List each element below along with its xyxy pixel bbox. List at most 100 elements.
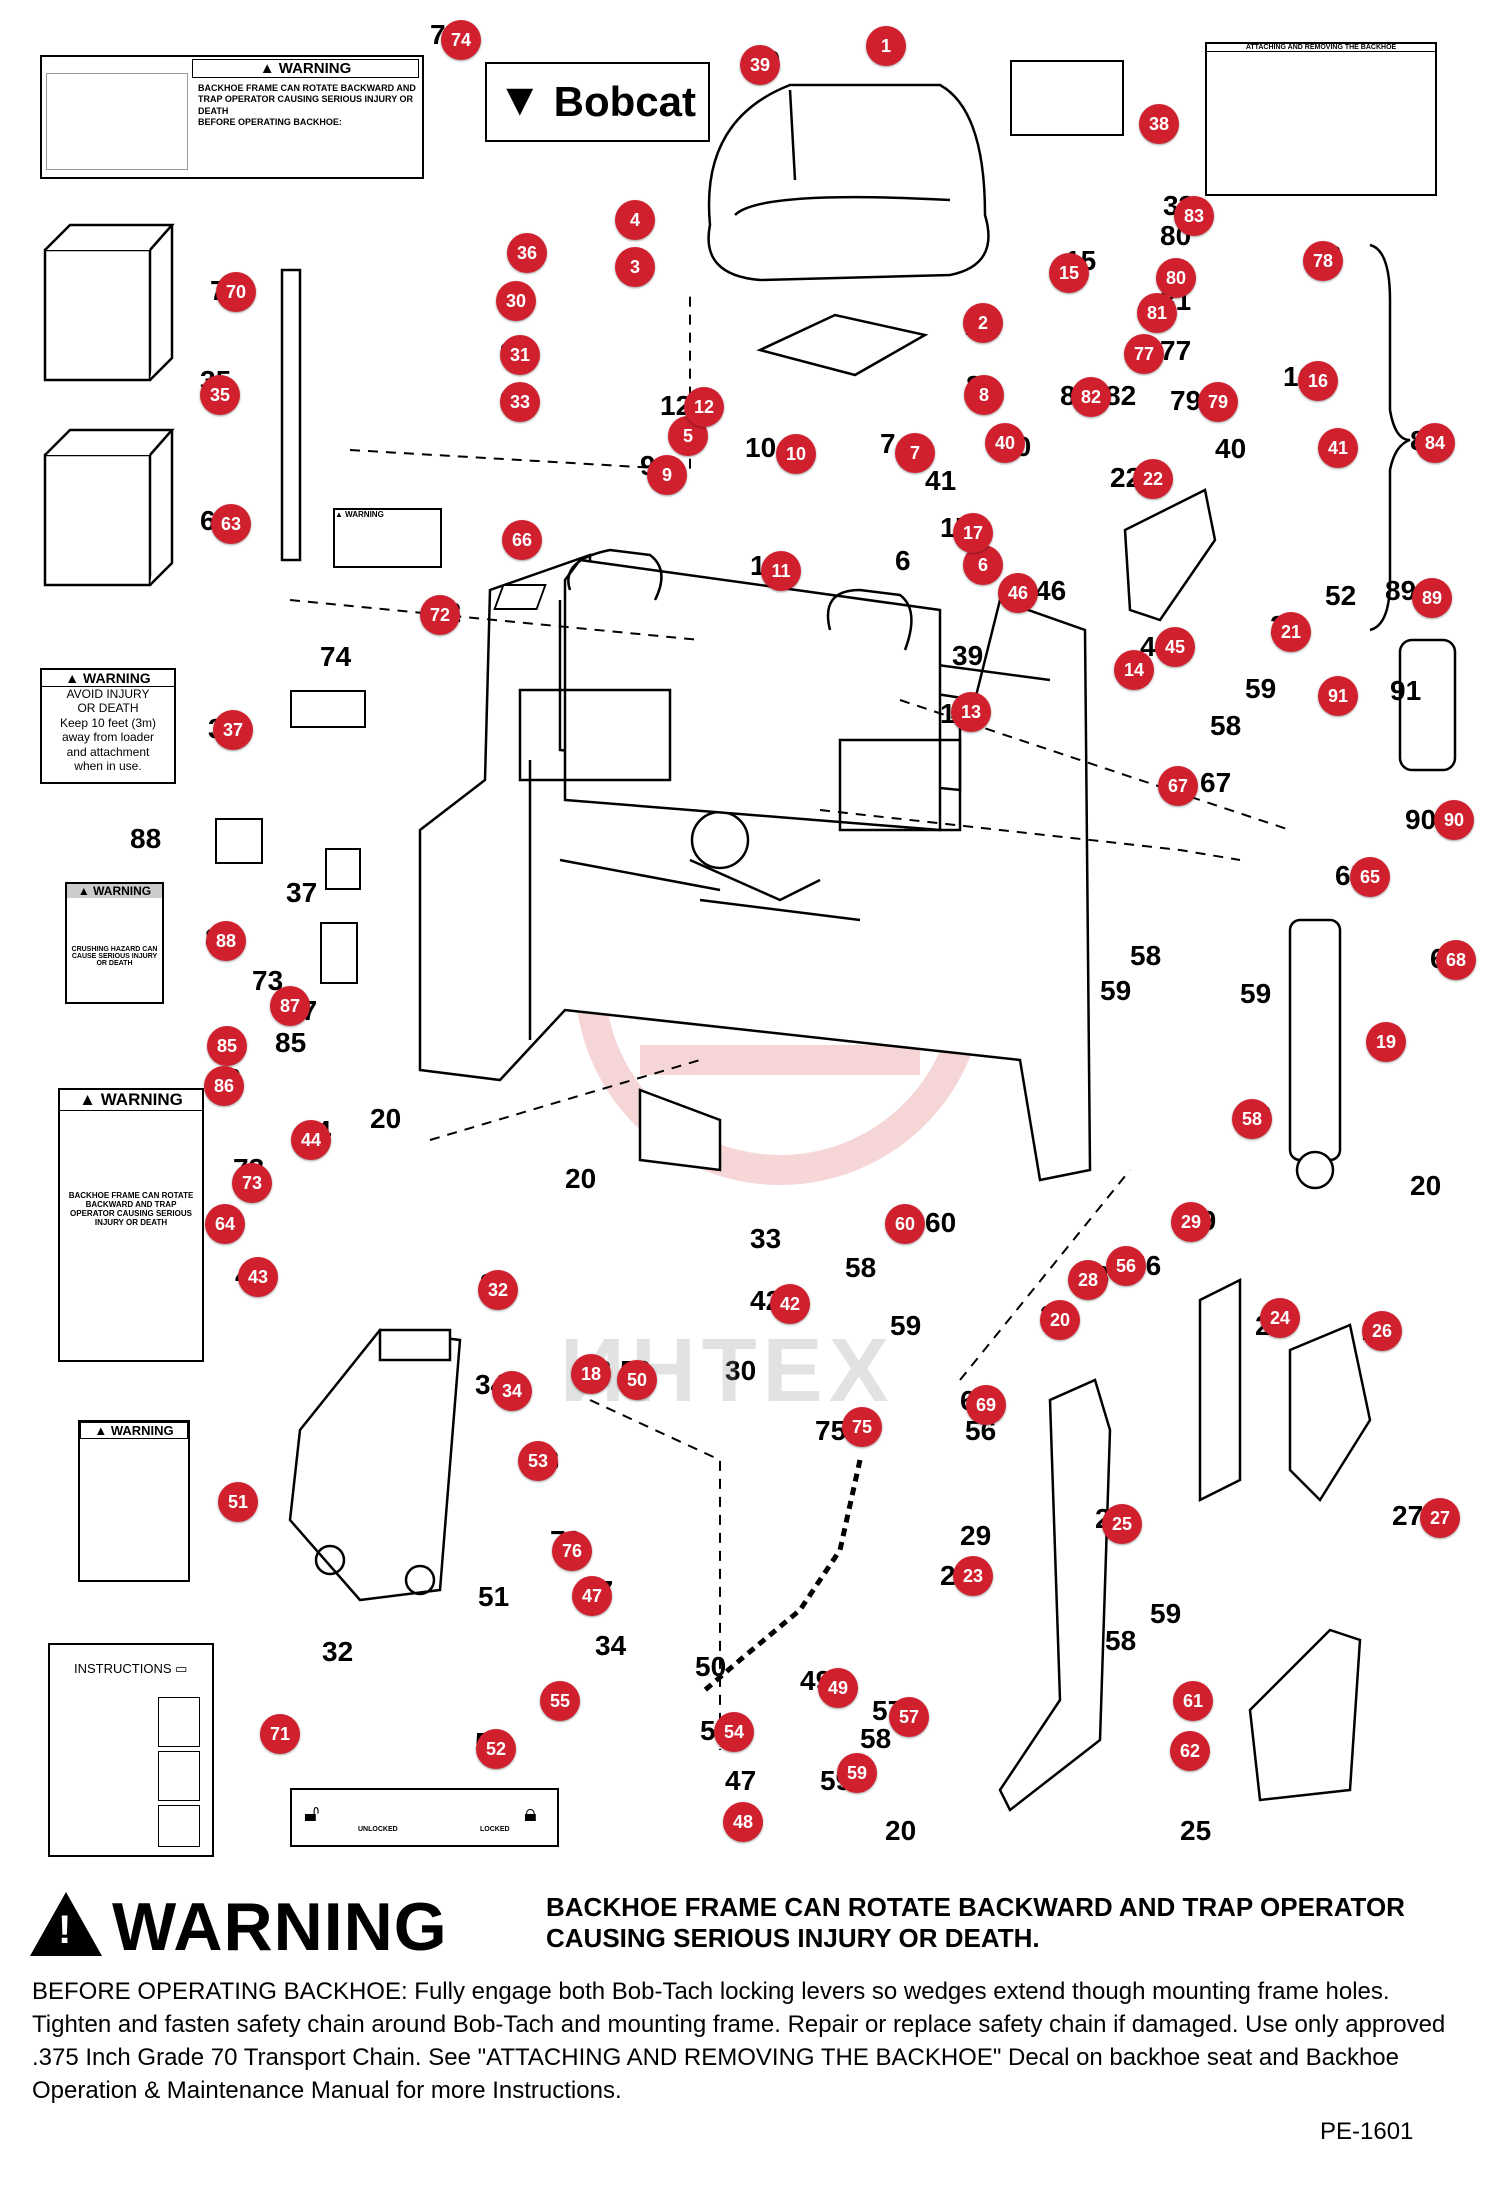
svg-text:58: 58 — [1105, 1625, 1136, 1656]
callout-74: 74 — [441, 20, 481, 60]
svg-text:20: 20 — [370, 1103, 401, 1134]
decal-38-header: ATTACHING AND REMOVING THE BACKHOE — [1207, 44, 1435, 52]
svg-text:58: 58 — [860, 1723, 891, 1754]
svg-text:47: 47 — [725, 1765, 756, 1796]
svg-text:20: 20 — [1410, 1170, 1441, 1201]
warning-exclamation: ! — [58, 1908, 72, 1952]
blank-decal-38 — [1010, 60, 1124, 136]
callout-32: 32 — [478, 1270, 518, 1310]
callout-22: 22 — [1133, 459, 1173, 499]
decal-37-header: ▲ WARNING — [42, 670, 174, 687]
svg-text:59: 59 — [1150, 1598, 1181, 1629]
book-icon: ▭ — [175, 1661, 188, 1676]
callout-88: 88 — [206, 921, 246, 961]
callout-16: 16 — [1298, 361, 1338, 401]
warning-body: BEFORE OPERATING BACKHOE: Fully engage b… — [32, 1978, 1446, 2105]
svg-text:88: 88 — [130, 823, 161, 854]
svg-text:74: 74 — [320, 641, 352, 672]
callout-13: 13 — [951, 692, 991, 732]
swing-casting — [288, 1328, 462, 1602]
svg-text:79: 79 — [1170, 385, 1201, 416]
callout-49: 49 — [818, 1668, 858, 1708]
decal-52: 🔓︎ UNLOCKED LOCKED 🔒︎ — [290, 1788, 559, 1847]
callout-39: 39 — [740, 45, 780, 85]
svg-text:41: 41 — [925, 465, 956, 496]
locked-label: LOCKED — [480, 1826, 510, 1833]
decal-73-caption: BACKHOE FRAME CAN ROTATE BACKWARD AND TR… — [68, 1191, 194, 1227]
svg-text:59: 59 — [1240, 978, 1271, 1009]
callout-83: 83 — [1174, 196, 1214, 236]
callout-41: 41 — [1318, 428, 1358, 468]
callout-64: 64 — [205, 1204, 245, 1244]
callout-66: 66 — [502, 520, 542, 560]
locked-icon: 🔒︎ — [524, 1800, 537, 1827]
callout-18: 18 — [571, 1354, 611, 1394]
callout-60: 60 — [885, 1204, 925, 1244]
callout-2: 2 — [963, 303, 1003, 343]
callout-17: 17 — [953, 513, 993, 553]
callout-71: 71 — [260, 1714, 300, 1754]
unlocked-icon: 🔓︎ — [304, 1800, 320, 1827]
callout-87: 87 — [270, 986, 310, 1026]
cylinder-holder — [1398, 638, 1457, 772]
decal-71-panel-3 — [158, 1805, 200, 1847]
callout-91: 91 — [1318, 676, 1358, 716]
linkage-bracket — [1123, 488, 1217, 622]
unlocked-label: UNLOCKED — [358, 1826, 398, 1833]
svg-text:52: 52 — [1325, 580, 1356, 611]
callout-72: 72 — [420, 595, 460, 635]
callout-38: 38 — [1139, 104, 1179, 144]
callout-82: 82 — [1071, 377, 1111, 417]
callout-78: 78 — [1303, 241, 1343, 281]
decal-88-header: ▲ WARNING — [67, 884, 162, 898]
bobcat-logo-decal: ▼ Bobcat — [485, 62, 710, 142]
bobcat-logo-icon: ▼ — [497, 73, 543, 125]
decal-71: INSTRUCTIONS ▭ — [48, 1643, 214, 1857]
callout-63: 63 — [211, 504, 251, 544]
decal-37-small — [325, 848, 361, 890]
callout-35: 35 — [200, 375, 240, 415]
box-70 — [43, 223, 175, 382]
callout-15: 15 — [1049, 253, 1089, 293]
callout-56: 56 — [1106, 1246, 1146, 1286]
callout-70: 70 — [216, 272, 256, 312]
svg-text:91: 91 — [1390, 675, 1421, 706]
svg-text:75: 75 — [815, 1415, 846, 1446]
svg-text:27: 27 — [1392, 1500, 1423, 1531]
svg-text:37: 37 — [286, 877, 317, 908]
callout-67: 67 — [1158, 766, 1198, 806]
callout-26: 26 — [1362, 1311, 1402, 1351]
callout-84: 84 — [1415, 423, 1455, 463]
callout-33: 33 — [500, 382, 540, 422]
right-handle — [826, 588, 913, 651]
callout-37: 37 — [213, 710, 253, 750]
svg-text:25: 25 — [1180, 1815, 1211, 1846]
svg-text:58: 58 — [1130, 940, 1161, 971]
callout-28: 28 — [1068, 1260, 1108, 1300]
callout-8: 8 — [964, 375, 1004, 415]
warning-headline: BACKHOE FRAME CAN ROTATE BACKWARD AND TR… — [546, 1892, 1405, 1954]
callout-43: 43 — [238, 1257, 278, 1297]
svg-text:59: 59 — [1100, 975, 1131, 1006]
decal-51: ▲ WARNING — [78, 1420, 190, 1582]
callout-77: 77 — [1124, 334, 1164, 374]
callout-73: 73 — [232, 1163, 272, 1203]
callout-31: 31 — [500, 335, 540, 375]
callout-14: 14 — [1114, 650, 1154, 690]
safety-chain — [703, 1459, 863, 1692]
callout-69: 69 — [966, 1385, 1006, 1425]
decal-71-panel-1 — [158, 1697, 200, 1747]
callout-1: 1 — [866, 26, 906, 66]
callout-57: 57 — [889, 1697, 929, 1737]
pad-61 — [1248, 1628, 1362, 1802]
svg-text:90: 90 — [1405, 804, 1436, 835]
group-brace — [1369, 243, 1411, 632]
shield-26 — [1288, 1323, 1372, 1502]
callout-34: 34 — [492, 1371, 532, 1411]
callout-23: 23 — [953, 1556, 993, 1596]
seat — [707, 83, 990, 282]
box-63 — [43, 428, 175, 587]
callout-20: 20 — [1040, 1300, 1080, 1340]
callout-58: 58 — [1232, 1099, 1272, 1139]
